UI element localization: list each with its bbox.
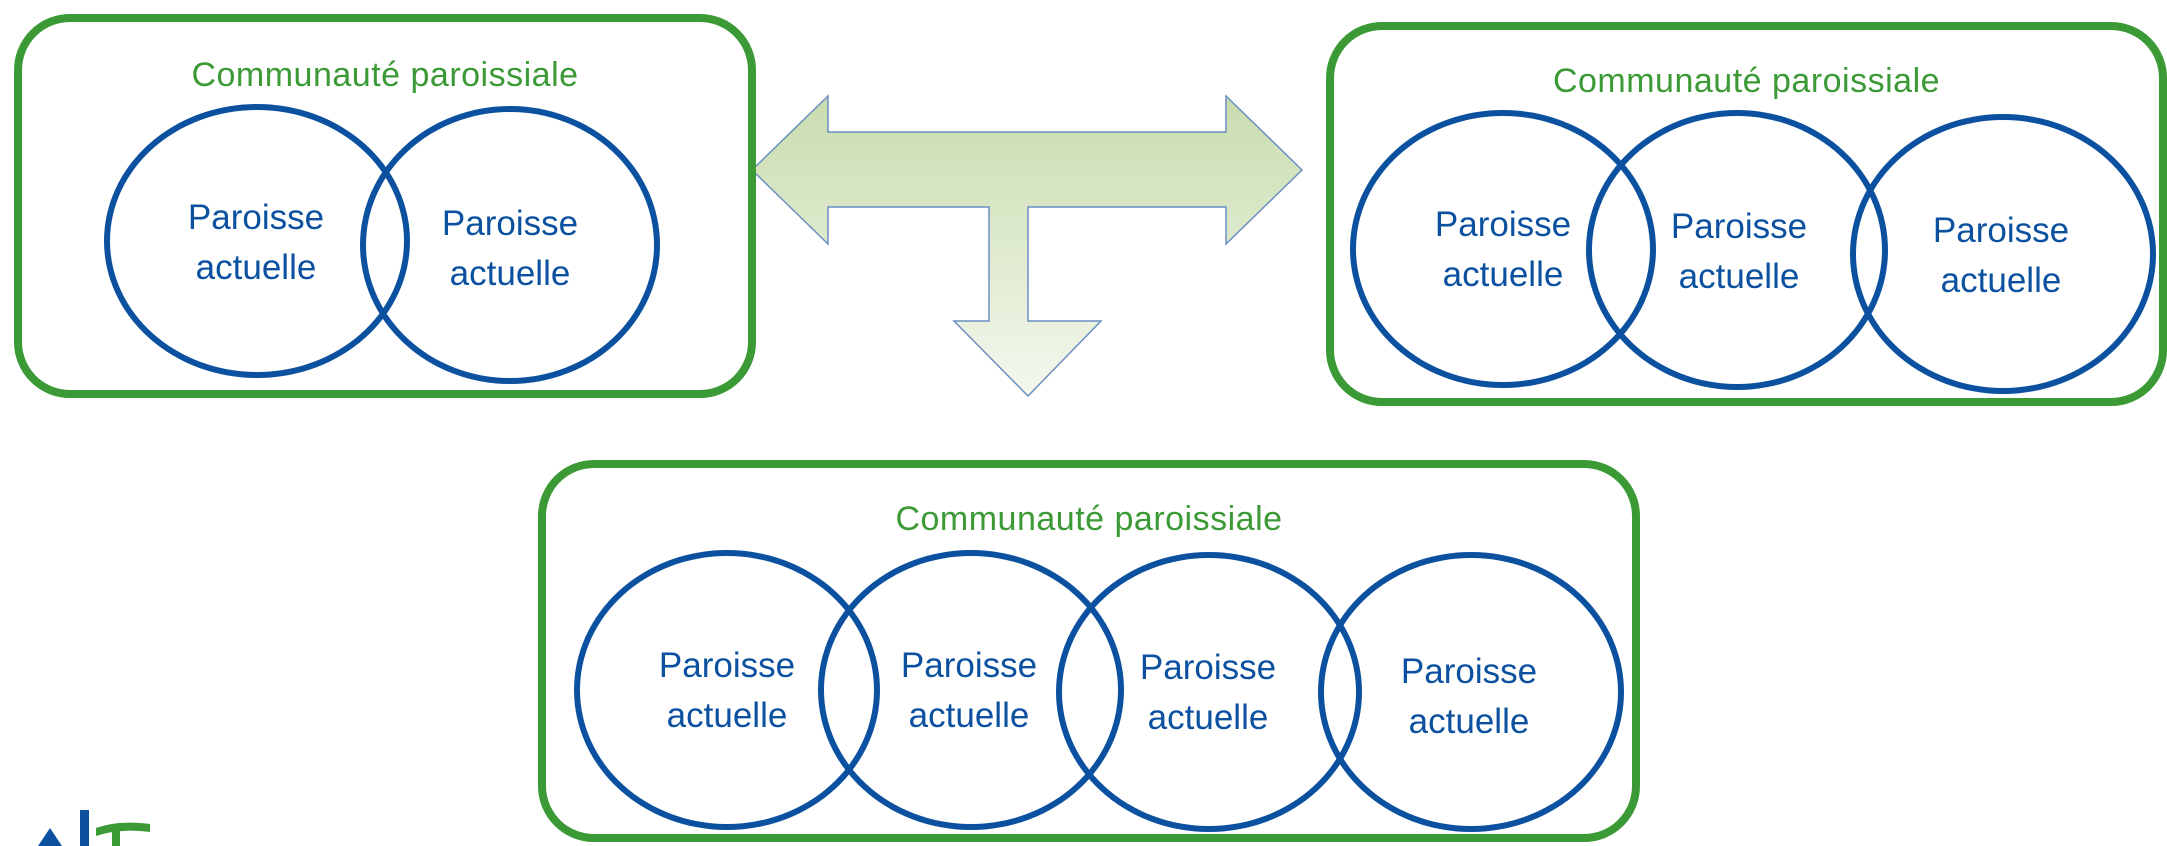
- community-title: Communauté paroissiale: [191, 56, 579, 94]
- community-title: Communauté paroissiale: [1552, 62, 1941, 100]
- parish-circle: [1318, 552, 1624, 832]
- community-title: Communauté paroissiale: [895, 500, 1283, 538]
- arrow-shape: [750, 94, 1304, 398]
- parish-circle: [1850, 114, 2156, 394]
- logo-mark-icon: [38, 810, 150, 846]
- parish-circle: [360, 106, 660, 384]
